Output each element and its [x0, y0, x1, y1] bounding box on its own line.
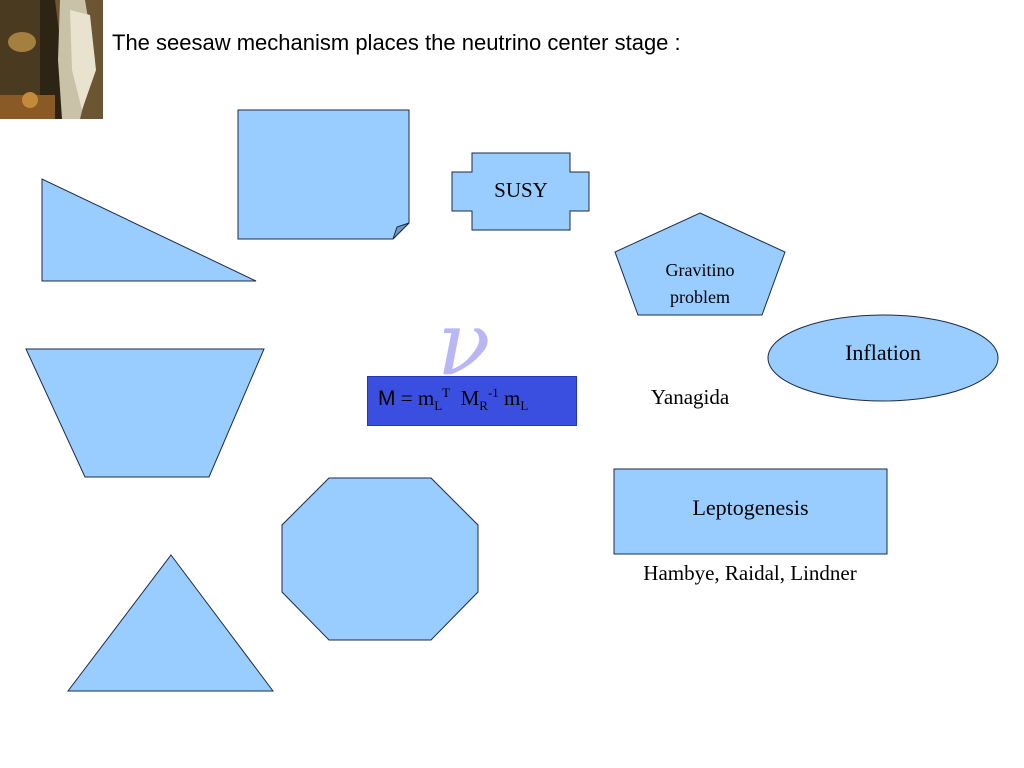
- formula-sup-inv: -1: [487, 385, 499, 400]
- portrait-painting-icon: [0, 0, 103, 119]
- formula-sup-T: T: [442, 385, 451, 400]
- seesaw-formula: M = mLT MR-1 mL: [378, 385, 528, 414]
- authors-label: Hambye, Raidal, Lindner: [643, 561, 857, 585]
- inflation-ellipse-shape: [767, 314, 999, 402]
- inflation-label: Inflation: [845, 340, 921, 365]
- susy-shape: [451, 152, 590, 231]
- gravitino-label: Gravitino problem: [640, 257, 760, 311]
- gravitino-label-line2: problem: [670, 287, 730, 307]
- trapezoid-shape: [25, 348, 265, 478]
- leptogenesis-label: Leptogenesis: [692, 495, 809, 520]
- leptogenesis-box-shape: [613, 468, 888, 555]
- yanagida-label: Yanagida: [650, 385, 730, 409]
- formula-eq: = m: [395, 386, 435, 410]
- slide-title: The seesaw mechanism places the neutrino…: [112, 30, 681, 55]
- right-triangle-shape: [41, 178, 257, 282]
- formula-sub-L2: L: [520, 398, 529, 414]
- seesaw-formula-box: M = mLT MR-1 mL: [367, 376, 577, 426]
- gravitino-label-line1: Gravitino: [665, 260, 735, 280]
- octagon-shape: [281, 477, 479, 641]
- formula-MR: M: [450, 386, 480, 410]
- formula-sub-L1: L: [434, 398, 443, 414]
- susy-label: SUSY: [494, 178, 548, 202]
- nu-symbol: ν: [437, 292, 491, 395]
- gravitino-pentagon-shape: [614, 212, 786, 316]
- formula-mL: m: [498, 386, 521, 410]
- formula-M: M: [378, 387, 396, 410]
- folded-corner-rectangle-shape: [237, 109, 410, 240]
- formula-sub-R: R: [479, 398, 488, 414]
- triangle-shape: [66, 554, 274, 692]
